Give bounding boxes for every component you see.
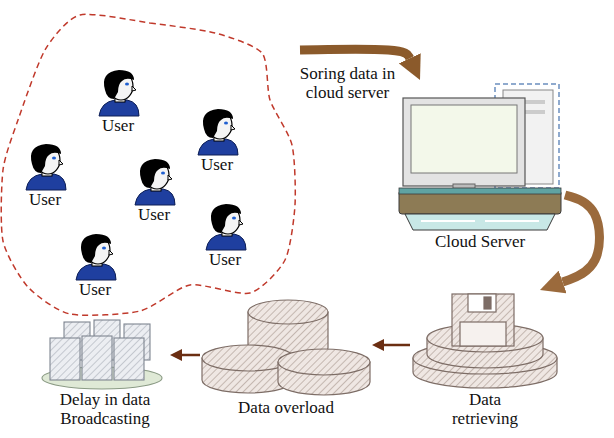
user-node: User <box>195 202 255 271</box>
edge-label: Soring data in cloud server <box>295 64 400 102</box>
broadcast-delay: Delay in data Broadcasting <box>40 318 170 430</box>
user-node: User <box>187 107 247 176</box>
node-label: User <box>124 205 184 224</box>
flow-arrow <box>182 354 200 357</box>
node-label: User <box>195 250 255 269</box>
node-label: User <box>65 280 125 299</box>
data-retrieving: Data retrieving <box>410 290 560 430</box>
data-overload: Data overload <box>200 300 372 419</box>
node-label: Data overload <box>200 398 372 417</box>
user-node: User <box>65 232 125 301</box>
flow-arrow <box>563 195 600 282</box>
database-icon <box>202 300 370 395</box>
flow-arrow <box>300 49 410 58</box>
disk-icon <box>413 294 557 388</box>
node-label: User <box>88 116 148 135</box>
flow-arrow <box>384 344 410 347</box>
node-label: User <box>187 155 247 174</box>
node-label: Data retrieving <box>435 390 535 428</box>
server-icon <box>399 84 561 230</box>
user-group: UserUserUserUserUserUser <box>0 5 300 317</box>
user-figures <box>26 70 246 280</box>
node-label: Cloud Server <box>395 232 565 251</box>
group-outline <box>0 5 300 317</box>
node-label: Delay in data Broadcasting <box>40 390 170 428</box>
dashed-outline <box>1 14 295 315</box>
servers-icon <box>42 320 162 389</box>
user-node: User <box>15 142 75 211</box>
user-node: User <box>124 157 184 226</box>
user-node: User <box>88 68 148 137</box>
cloud-server: Cloud Server <box>395 80 565 253</box>
node-label: User <box>15 190 75 209</box>
